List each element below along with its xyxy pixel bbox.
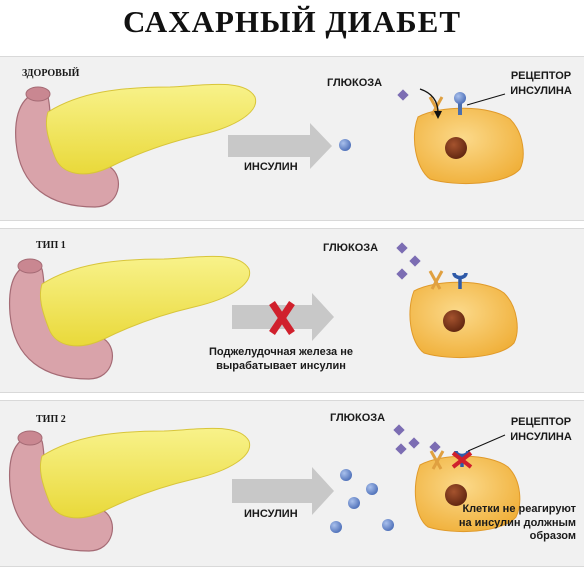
- type2-illustration: [8, 424, 521, 552]
- cross-icon: [269, 301, 295, 335]
- arrow-icon: [228, 123, 332, 169]
- panel-healthy: ЗДОРОВЫЙ ИНСУЛИН ГЛЮКОЗА РЕЦЕПТОР ИНСУЛИ…: [0, 56, 584, 221]
- glucose-molecule: [429, 441, 441, 453]
- insulin-label: ИНСУЛИН: [244, 161, 298, 173]
- glucose-channel-icon: [429, 450, 445, 470]
- type1-note: Поджелудочная железа не вырабатывает инс…: [209, 346, 353, 372]
- glucose-molecule: [409, 255, 421, 267]
- receptor-label: РЕЦЕПТОР ИНСУЛИНА: [510, 416, 572, 443]
- glucose-molecule: [395, 443, 407, 455]
- type1-illustration: [8, 242, 518, 380]
- pancreas-icon: [8, 255, 251, 380]
- cell-icon: [413, 107, 524, 185]
- entry-arrow-icon: [419, 88, 439, 114]
- glucose-label: ГЛЮКОЗА: [330, 412, 386, 424]
- receptor-pointer: [466, 93, 506, 106]
- glucose-molecule: [393, 424, 405, 436]
- glucose-label: ГЛЮКОЗА: [323, 242, 379, 254]
- page-title: САХАРНЫЙ ДИАБЕТ: [122, 4, 462, 39]
- panel-tag-type1: ТИП 1: [36, 240, 66, 251]
- glucose-molecule: [396, 268, 408, 280]
- panel-type2: ТИП 2 ИНСУЛИН ГЛЮКОЗА РЕЦЕПТОР ИНСУЛИНА …: [0, 400, 584, 567]
- insulin-molecule: [348, 497, 360, 509]
- panel-tag-healthy: ЗДОРОВЫЙ: [22, 68, 80, 79]
- pancreas-icon: [15, 83, 257, 208]
- receptor-pointer: [467, 434, 506, 452]
- receptor-icon: [454, 92, 466, 115]
- insulin-molecule: [330, 521, 342, 533]
- glucose-molecule: [397, 89, 409, 101]
- panel-type1: ТИП 1 ГЛЮКОЗА Поджелудочная железа не вы…: [0, 228, 584, 393]
- panel-tag-type2: ТИП 2: [36, 414, 66, 425]
- pancreas-icon: [8, 427, 251, 552]
- type2-note: Клетки не реагируют на инсулин должным о…: [458, 503, 576, 542]
- glucose-molecule: [396, 242, 408, 254]
- glucose-label: ГЛЮКОЗА: [327, 77, 383, 89]
- insulin-molecule: [366, 483, 378, 495]
- receptor-label: РЕЦЕПТОР ИНСУЛИНА: [510, 70, 572, 97]
- insulin-molecule: [382, 519, 394, 531]
- arrow-icon: [232, 467, 334, 515]
- insulin-molecule: [340, 469, 352, 481]
- cell-icon: [409, 281, 518, 359]
- glucose-channel-icon: [428, 270, 444, 290]
- glucose-molecule: [408, 437, 420, 449]
- insulin-molecule: [339, 139, 351, 151]
- receptor-icon: [452, 272, 468, 289]
- insulin-label: ИНСУЛИН: [244, 508, 298, 520]
- cell-icon: [414, 455, 521, 533]
- cross-icon: [451, 451, 473, 469]
- healthy-illustration: [15, 83, 524, 208]
